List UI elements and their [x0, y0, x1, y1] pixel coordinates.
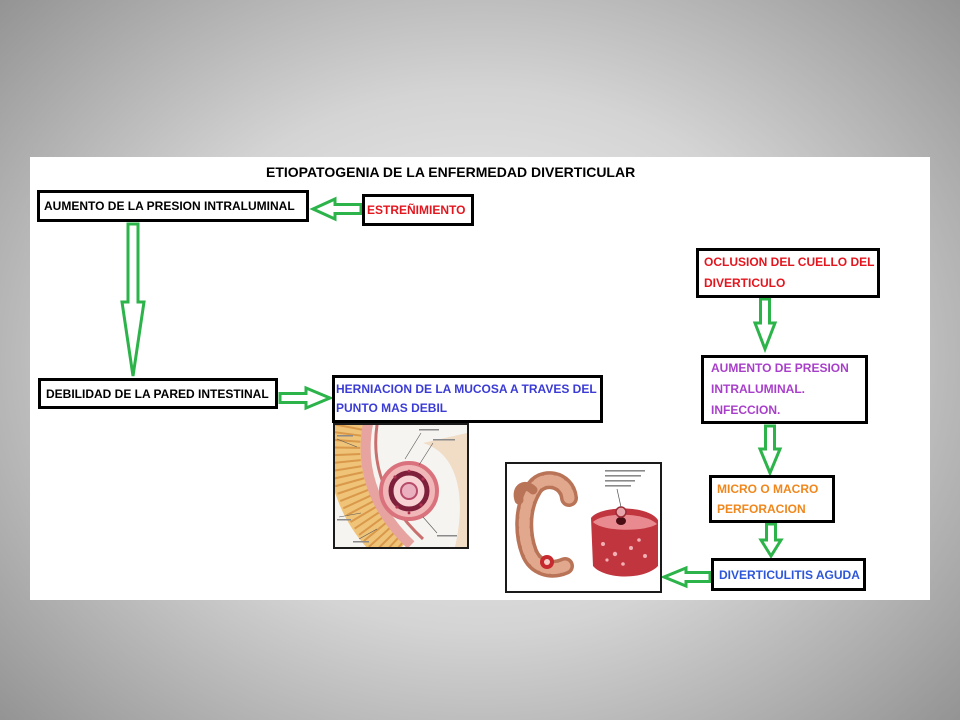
node-label-line: DIVERTICULO — [704, 276, 786, 290]
node-label-line: INFECCION. — [711, 403, 781, 417]
node-label-line: OCLUSION DEL CUELLO DEL — [704, 255, 875, 269]
label-leader-line — [616, 488, 622, 508]
node-estrenimiento: ESTREÑIMIENTO — [362, 194, 474, 226]
serosa-tissue — [423, 433, 467, 547]
node-aumento-presion: AUMENTO DE LA PRESION INTRALUMINAL — [37, 190, 309, 222]
node-label-line: MICRO O MACRO — [717, 482, 819, 496]
muscle-folds — [335, 425, 407, 547]
inflamed-spot-center — [544, 559, 550, 565]
diverticulum-lumen — [400, 482, 418, 500]
node-label-line: HERNIACION DE LA MUCOSA A TRAVES DEL — [336, 382, 597, 396]
diverticulum-pouch — [615, 506, 627, 518]
label-leader-lines — [336, 432, 438, 540]
node-herniacion: HERNIACION DE LA MUCOSA A TRAVES DEL PUN… — [332, 375, 603, 423]
node-oclusion-cuello: OCLUSION DEL CUELLO DEL DIVERTICULO — [696, 248, 880, 298]
colon-loop — [513, 481, 538, 505]
node-debilidad-pared: DEBILIDAD DE LA PARED INTESTINAL — [38, 378, 278, 409]
intestinal-wall-hernia-icon — [333, 423, 469, 549]
diagram-title: ETIOPATOGENIA DE LA ENFERMEDAD DIVERTICU… — [266, 164, 636, 180]
mucosal-spots — [393, 469, 425, 515]
node-label-line: INTRALUMINAL. — [711, 382, 805, 396]
node-aumento-presion-infeccion: AUMENTO DE PRESION INTRALUMINAL. INFECCI… — [701, 355, 868, 424]
node-label: DIVERTICULITIS AGUDA — [719, 567, 860, 582]
perforated-diverticulum-icon — [505, 462, 662, 593]
node-label-line: AUMENTO DE PRESION — [711, 361, 849, 375]
node-label: DEBILIDAD DE LA PARED INTESTINAL — [46, 386, 269, 401]
label-marks — [337, 429, 457, 543]
node-label-line: PERFORACION — [717, 502, 806, 516]
mucosa-layer — [360, 425, 415, 547]
perforation-hole — [616, 517, 626, 525]
node-label: AUMENTO DE LA PRESION INTRALUMINAL — [44, 199, 295, 213]
node-label-line: PUNTO MAS DEBIL — [336, 401, 448, 415]
node-perforacion: MICRO O MACRO PERFORACION — [709, 475, 835, 523]
label-marks — [605, 470, 645, 487]
node-label: ESTREÑIMIENTO — [367, 203, 466, 217]
tissue-texture — [601, 538, 647, 566]
node-diverticulitis-aguda: DIVERTICULITIS AGUDA — [711, 558, 866, 591]
